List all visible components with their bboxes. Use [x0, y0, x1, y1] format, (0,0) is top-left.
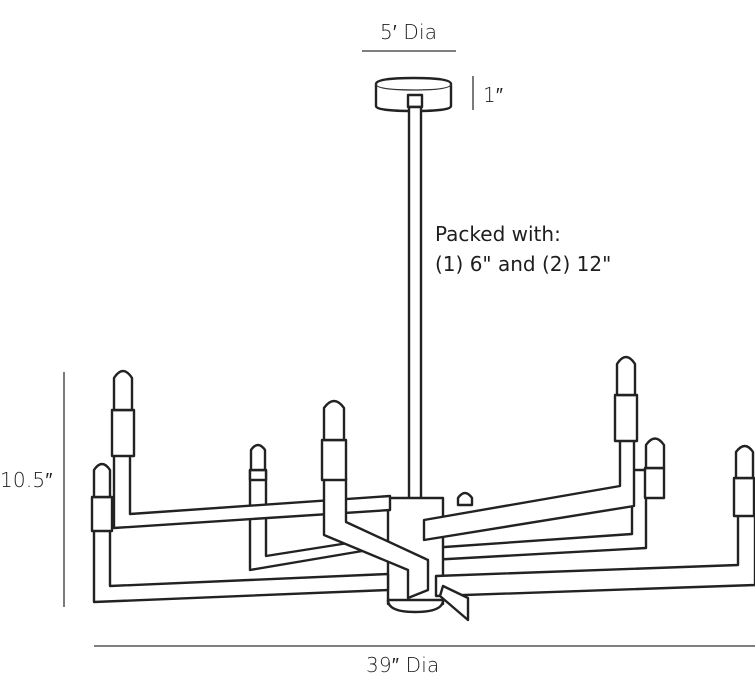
arm-center-front: [320, 399, 430, 600]
fixture-height-label: 10.5″: [0, 468, 53, 492]
packed-note-line1: Packed with:: [435, 222, 561, 246]
downrod: [407, 105, 423, 502]
arm-left-lower: [90, 462, 390, 604]
packed-note: Packed with: (1) 6" and (2) 12": [435, 219, 611, 279]
canopy-height-label: 1″: [483, 83, 504, 107]
fixture-diameter-label: 39″ Dia: [366, 653, 440, 677]
arm-front-bottom: [438, 584, 470, 622]
canopy-diameter-label: 5′ Dia: [380, 20, 438, 44]
arm-right-lower: [434, 444, 755, 598]
arm-right-upper: [422, 355, 639, 542]
arm-left-upper: [110, 369, 392, 530]
canopy: [374, 76, 453, 113]
packed-note-line2: (1) 6" and (2) 12": [435, 252, 612, 276]
back-small-candle: [456, 491, 474, 507]
